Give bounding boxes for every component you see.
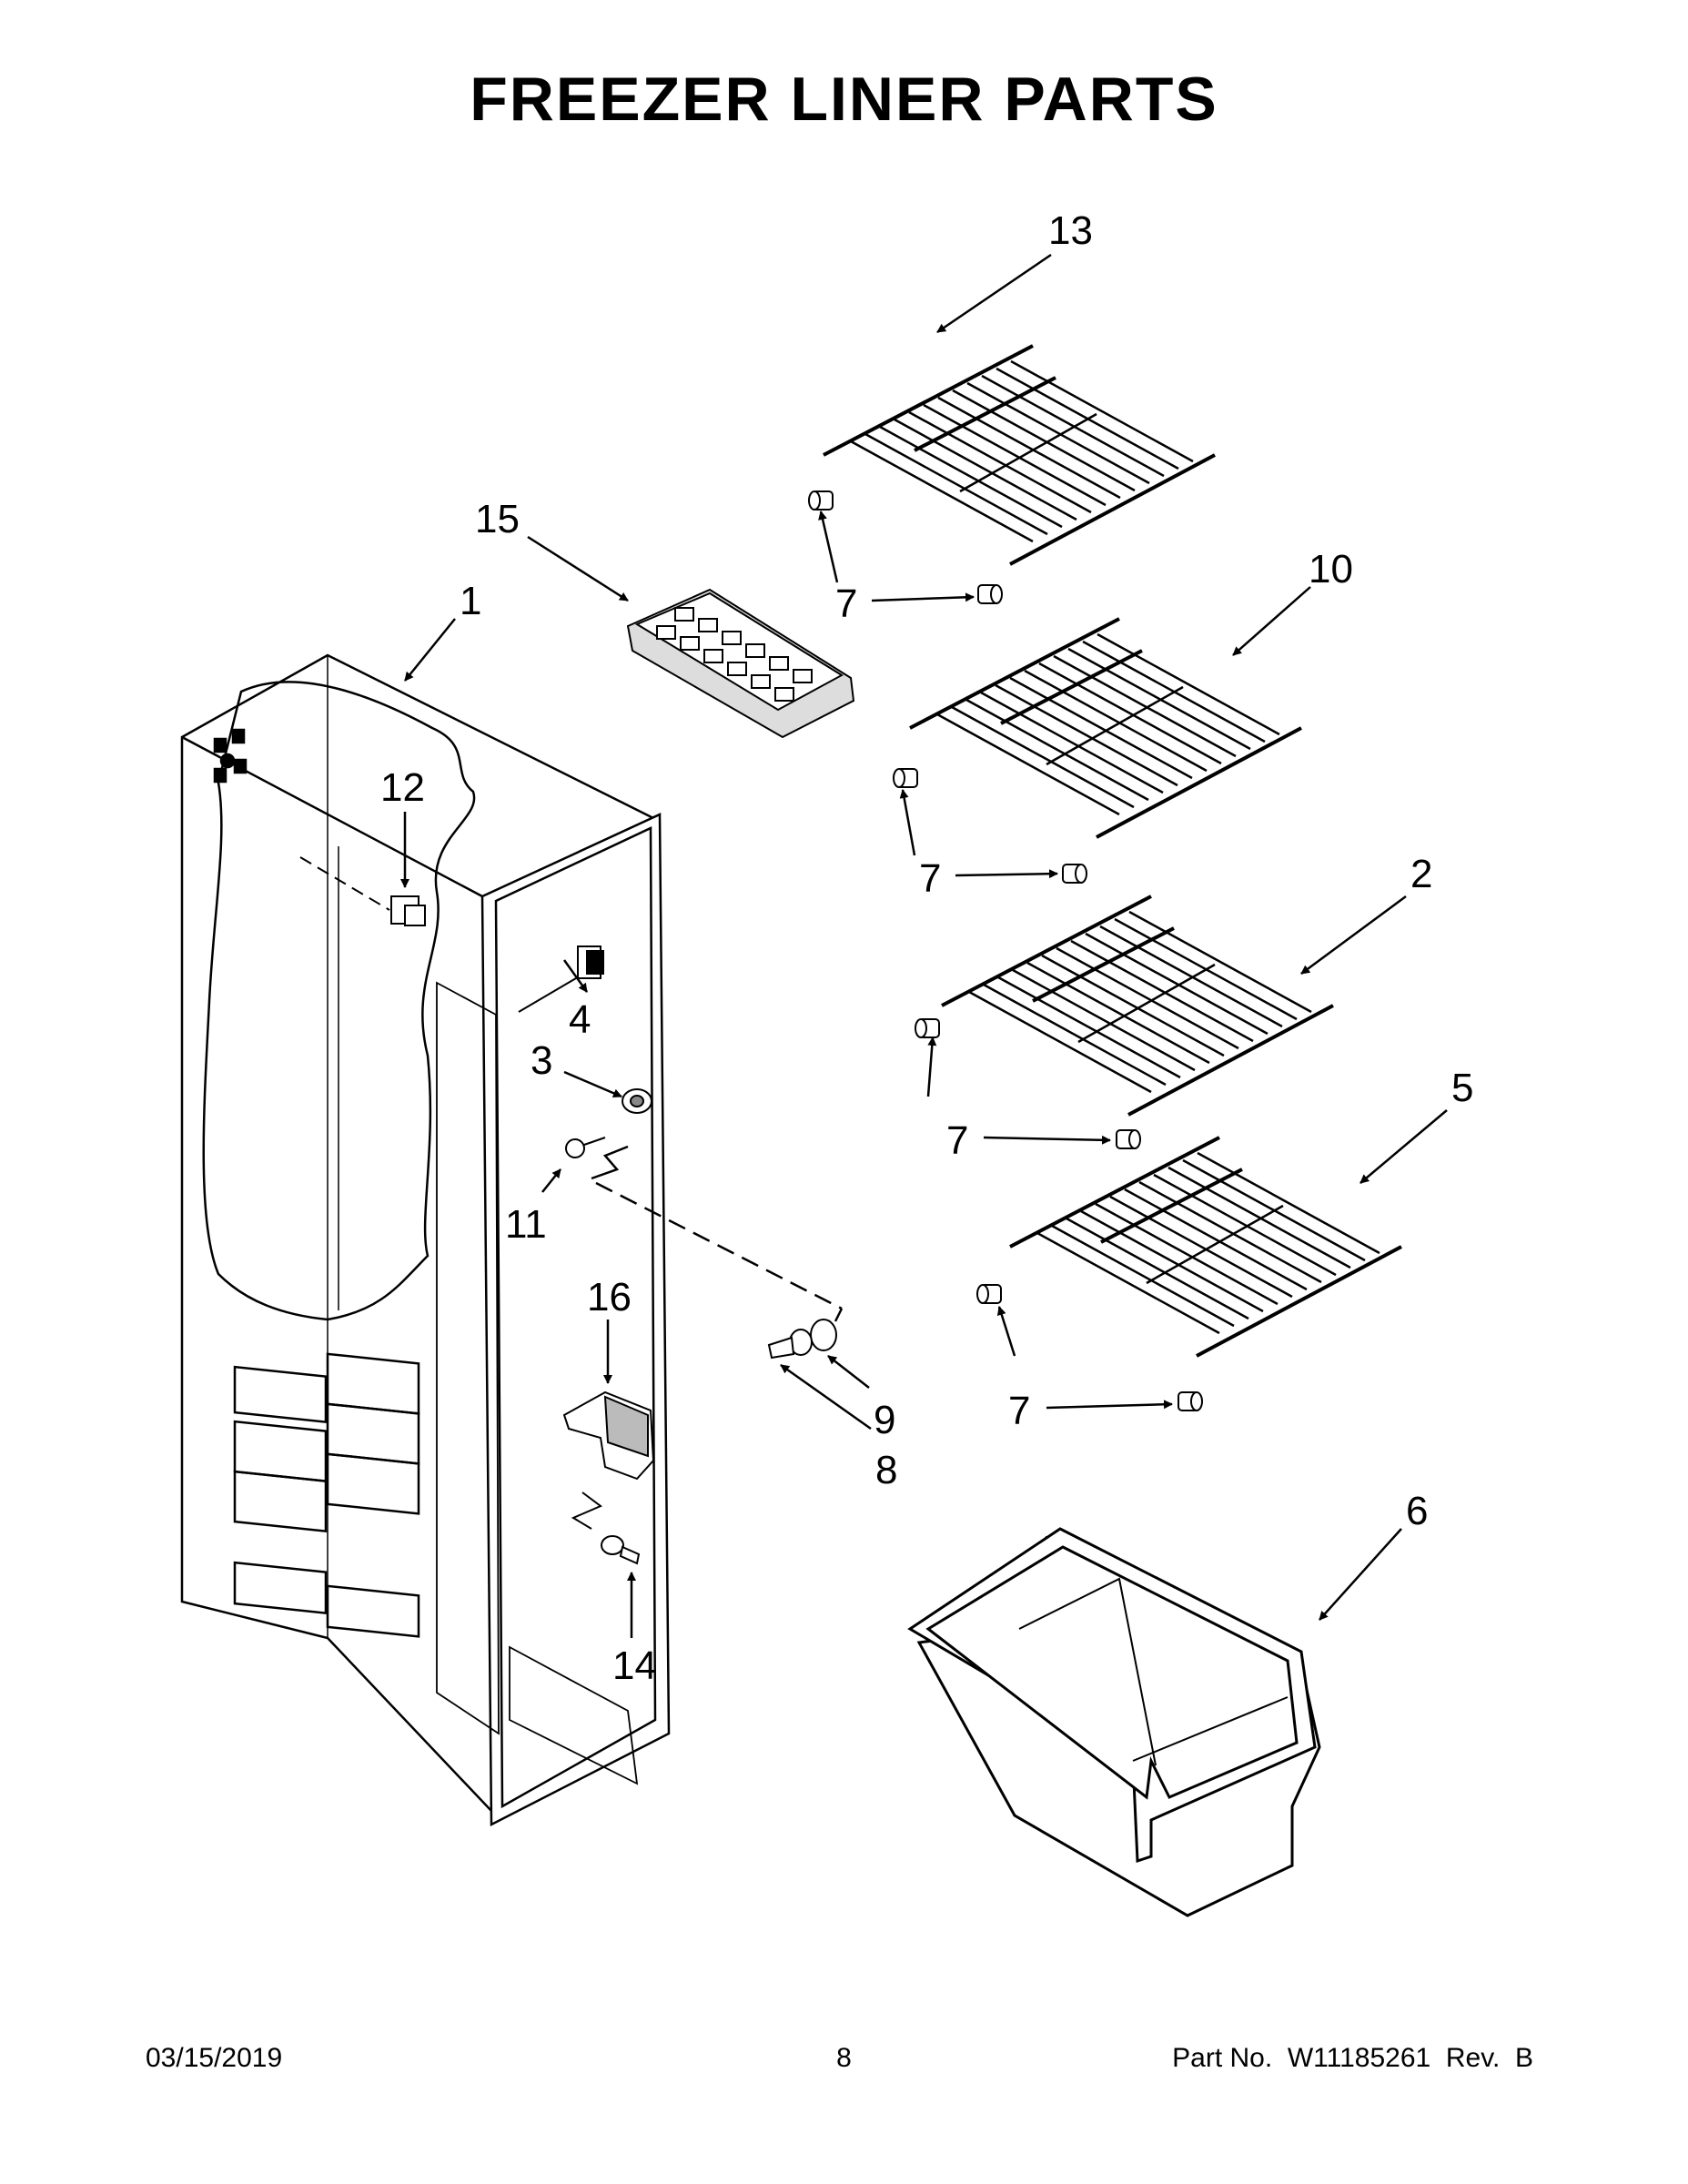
callout-14: 14 [612,1643,657,1688]
callout-9: 9 [874,1398,895,1442]
shelf-supports-7 [808,490,1203,1411]
footer-part-number: Part No. W11185261 Rev. B [1172,2043,1533,2073]
footer-page-number: 8 [836,2043,852,2073]
light-housing-16 [562,1390,655,1530]
callout-6: 6 [1406,1489,1428,1533]
callout-3: 3 [531,1038,552,1083]
callout-2: 2 [1410,852,1432,896]
screw-14 [601,1535,641,1565]
callout-5: 5 [1451,1066,1473,1110]
callout-7d: 7 [1008,1389,1030,1433]
callout-13: 13 [1048,208,1093,253]
clip-4 [518,945,604,1013]
ice-cube-tray [626,588,855,739]
wire-shelf-5 [1009,1136,1402,1358]
callout-7c: 7 [946,1118,968,1163]
callout-10: 10 [1309,547,1353,592]
callout-7b: 7 [919,856,941,901]
freezer-liner [180,653,671,1827]
wire-shelf-2 [941,895,1334,1117]
wire-path [591,1145,844,1322]
callout-12: 12 [380,765,425,810]
callout-15: 15 [475,497,520,541]
footer-date: 03/15/2019 [146,2043,283,2073]
bulb-assembly-8-9 [767,1319,837,1360]
shelf-support-12 [299,856,426,926]
freezer-bin [907,1527,1321,1917]
callout-8: 8 [875,1448,897,1492]
wire-shelf-13 [823,344,1216,566]
leader-arrows [400,253,1448,1638]
plug-11 [565,1137,606,1158]
page-title: FREEZER LINER PARTS [470,65,1218,134]
callout-7a: 7 [835,581,857,626]
callout-1: 1 [460,579,481,623]
callout-16: 16 [587,1275,632,1320]
grommet-3 [622,1088,652,1114]
callout-4: 4 [569,997,591,1042]
callout-11: 11 [505,1202,547,1247]
wire-shelf-10 [909,617,1302,839]
